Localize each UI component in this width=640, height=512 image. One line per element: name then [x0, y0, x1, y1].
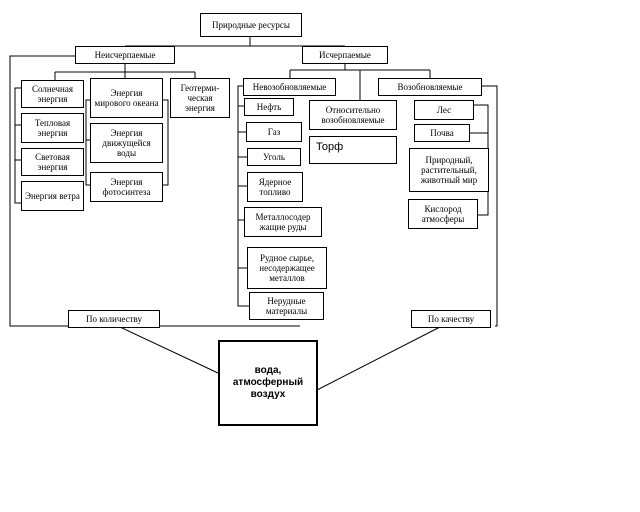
coal-node: Уголь	[247, 148, 301, 166]
relatively-renewable-node: Относительно возобновляемые	[309, 100, 397, 130]
ocean-energy-node: Энергия мирового океана	[90, 78, 163, 118]
photosynthesis-energy-node: Энергия фотосинтеза	[90, 172, 163, 202]
inexhaustible-node: Неисчерпаемые	[75, 46, 175, 64]
geothermal-energy-node: Геотерми-ческая энергия	[170, 78, 230, 118]
root-node: Природные ресурсы	[200, 13, 302, 37]
thermal-energy-node: Тепловая энергия	[21, 113, 84, 143]
metal-ores-node: Металлосодер жащие руды	[244, 207, 322, 237]
nonmetal-ores-node: Рудное сырье, несодержащее металлов	[247, 247, 327, 289]
light-energy-node: Световая энергия	[21, 148, 84, 176]
soil-node: Почва	[414, 124, 470, 142]
nonmetal-materials-node: Нерудные материалы	[249, 292, 324, 320]
peat-node: Торф	[309, 136, 397, 164]
nuclear-fuel-node: Ядерное топливо	[247, 172, 303, 202]
water-energy-node: Энергия движущейся воды	[90, 123, 163, 163]
exhaustible-node: Исчерпаемые	[302, 46, 388, 64]
oil-node: Нефть	[244, 98, 294, 116]
renewable-node: Возобновляемые	[378, 78, 482, 96]
inexhaustible-label: Неисчерпаемые	[94, 50, 156, 60]
root-label: Природные ресурсы	[212, 20, 290, 30]
wind-energy-node: Энергия ветра	[21, 181, 84, 211]
flora-fauna-node: Природный, растительный, животный мир	[409, 148, 489, 192]
non-renewable-node: Невозобновляемые	[243, 78, 336, 96]
exhaustible-label: Исчерпаемые	[319, 50, 371, 60]
gas-node: Газ	[246, 122, 302, 142]
water-air-node: вода, атмосферный воздух	[218, 340, 318, 426]
by-quality-node: По качеству	[411, 310, 491, 328]
by-quantity-node: По количеству	[68, 310, 160, 328]
atmospheric-oxygen-node: Кислород атмосферы	[408, 199, 478, 229]
solar-energy-node: Солнечная энергия	[21, 80, 84, 108]
forest-node: Лес	[414, 100, 474, 120]
